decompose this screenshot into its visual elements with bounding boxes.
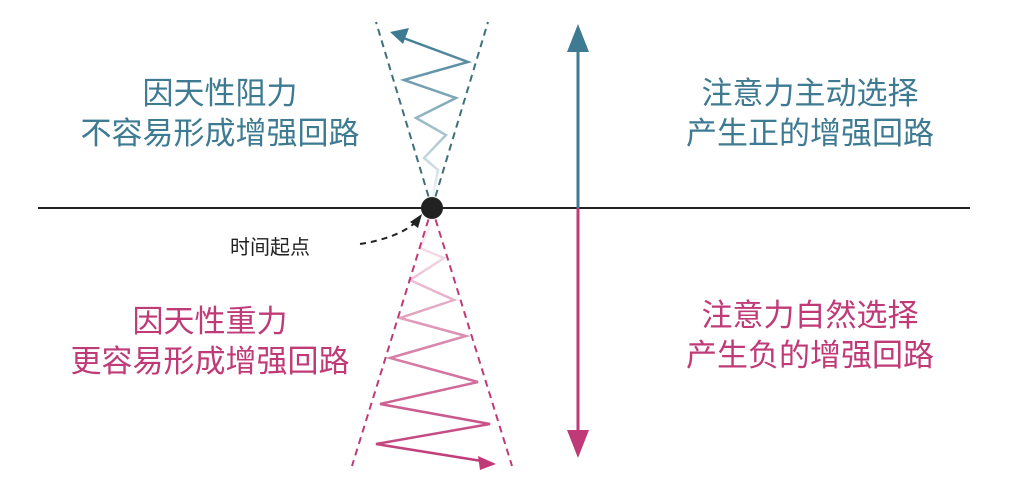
down-arrowhead (567, 430, 589, 458)
origin-pointer (359, 221, 417, 245)
upper-right-line2: 产生正的增强回路 (686, 116, 934, 152)
lower-right-line1: 注意力自然选择 (701, 298, 919, 334)
origin-pointer-arrowhead (410, 214, 422, 228)
lower-zigzag (375, 221, 491, 464)
upper-zigzag-arrowhead (390, 28, 409, 44)
upper-cone (375, 21, 489, 209)
upper-left-line1: 因天性阻力 (142, 76, 298, 112)
lower-right-line2: 产生负的增强回路 (686, 338, 934, 374)
lower-right-label: 注意力自然选择 产生负的增强回路 (660, 296, 960, 376)
lower-left-line1: 因天性重力 (132, 304, 288, 340)
lower-zigzag-arrowhead (478, 456, 496, 470)
upper-right-label: 注意力主动选择 产生正的增强回路 (660, 74, 960, 154)
lower-left-line2: 更容易形成增强回路 (70, 344, 350, 380)
lower-left-label: 因天性重力 更容易形成增强回路 (45, 302, 375, 382)
upper-right-line1: 注意力主动选择 (701, 76, 919, 112)
upper-left-label: 因天性阻力 不容易形成增强回路 (60, 74, 380, 154)
time-origin-dot (421, 197, 443, 219)
upper-zigzag (397, 34, 473, 201)
time-origin-label: 时间起点 (230, 235, 310, 259)
up-arrowhead (567, 24, 589, 52)
upper-left-line2: 不容易形成增强回路 (80, 116, 360, 152)
lower-cone (351, 207, 513, 467)
